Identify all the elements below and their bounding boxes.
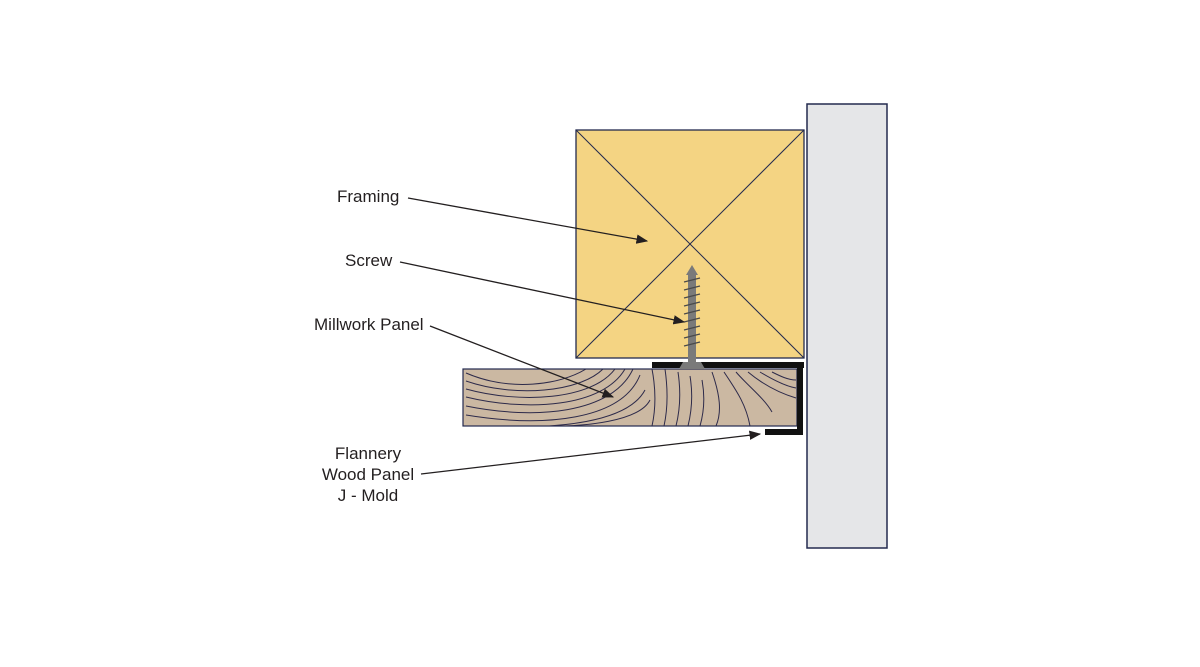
screw-label: Screw: [345, 251, 393, 270]
j-mold-label-line-3: J - Mold: [337, 486, 399, 505]
j-mold-label: Flannery Wood Panel J - Mold: [318, 443, 418, 506]
framing-label: Framing: [337, 187, 400, 206]
millwork-panel-label: Millwork Panel: [314, 315, 424, 334]
framing-leader: [407, 197, 649, 244]
j-mold: [652, 362, 804, 435]
millwork-panel: [462, 368, 798, 427]
j-mold-label-line-2: Wood Panel: [321, 465, 415, 484]
j-mold-leader: [420, 430, 762, 475]
millwork-panel-leader: [429, 325, 615, 398]
j-mold-label-line-1: Flannery: [334, 444, 402, 463]
screw: [679, 265, 705, 369]
wall: [806, 103, 888, 549]
screw-leader: [399, 261, 686, 325]
